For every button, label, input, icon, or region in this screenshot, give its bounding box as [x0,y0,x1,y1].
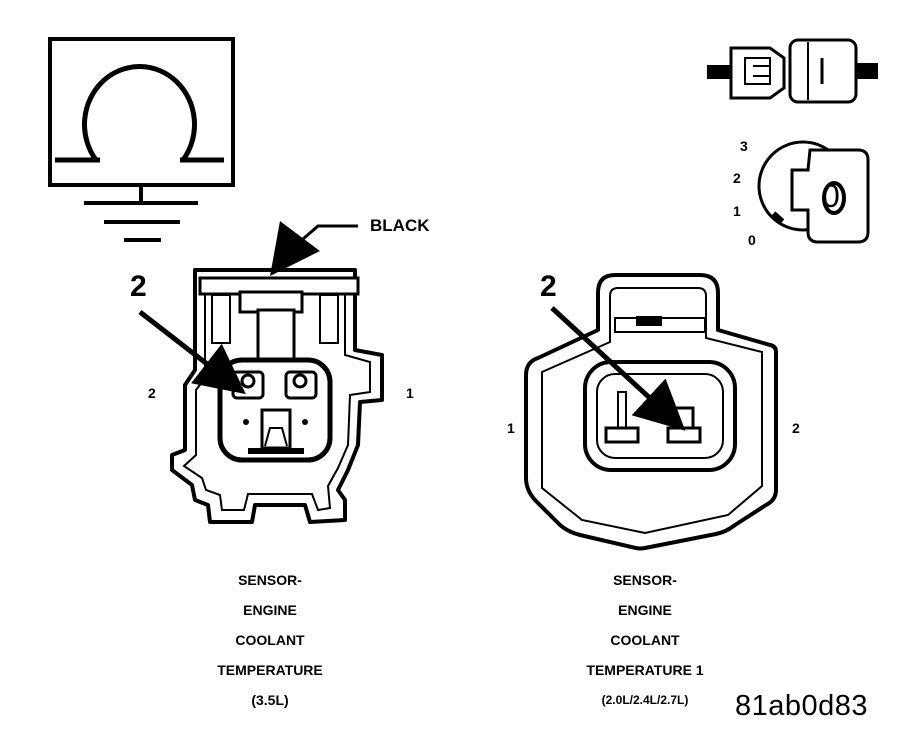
ignition-position-3: 3 [740,138,748,154]
ignition-key-label: 0 [822,178,840,214]
caption-line: ENGINE [243,602,297,618]
caption-line: COOLANT [235,632,305,648]
ground-icon [84,185,198,242]
caption-line: SENSOR- [613,572,677,588]
left-connector-pin-1-label: 1 [406,385,414,401]
ignition-position-1: 1 [733,203,741,219]
caption-line: TEMPERATURE [217,662,323,678]
left-connector-pin-2-label: 2 [148,385,156,401]
figure-id: 81ab0d83 [735,690,869,722]
right-callout-cavity-number: 2 [540,270,557,303]
black-callout-arrow [270,221,358,276]
right-connector-caption: SENSOR- ENGINE COOLANT TEMPERATURE 1 (2.… [560,565,730,715]
left-connector-drawing [170,268,384,524]
caption-line: SENSOR- [238,572,302,588]
ignition-position-0: 0 [748,232,756,248]
caption-line: COOLANT [610,632,680,648]
ignition-key-icon [757,140,870,244]
caption-line: TEMPERATURE 1 [586,662,704,678]
right-callout-arrow [550,306,686,431]
left-callout-arrow [138,310,246,395]
left-callout-cavity-number: 2 [130,270,147,303]
caption-line: (3.5L) [251,692,289,708]
ohm-symbol-icon [48,37,235,187]
caption-line: ENGINE [618,602,672,618]
black-wire-color-label: BLACK [370,216,430,235]
caption-line: (2.0L/2.4L/2.7L) [601,693,689,707]
left-connector-caption: SENSOR- ENGINE COOLANT TEMPERATURE (3.5L… [175,565,365,715]
ignition-position-2: 2 [733,170,741,186]
connector-disconnect-icon [707,38,878,104]
right-connector-pin-1-label: 1 [507,420,515,436]
right-connector-pin-2-label: 2 [792,420,800,436]
